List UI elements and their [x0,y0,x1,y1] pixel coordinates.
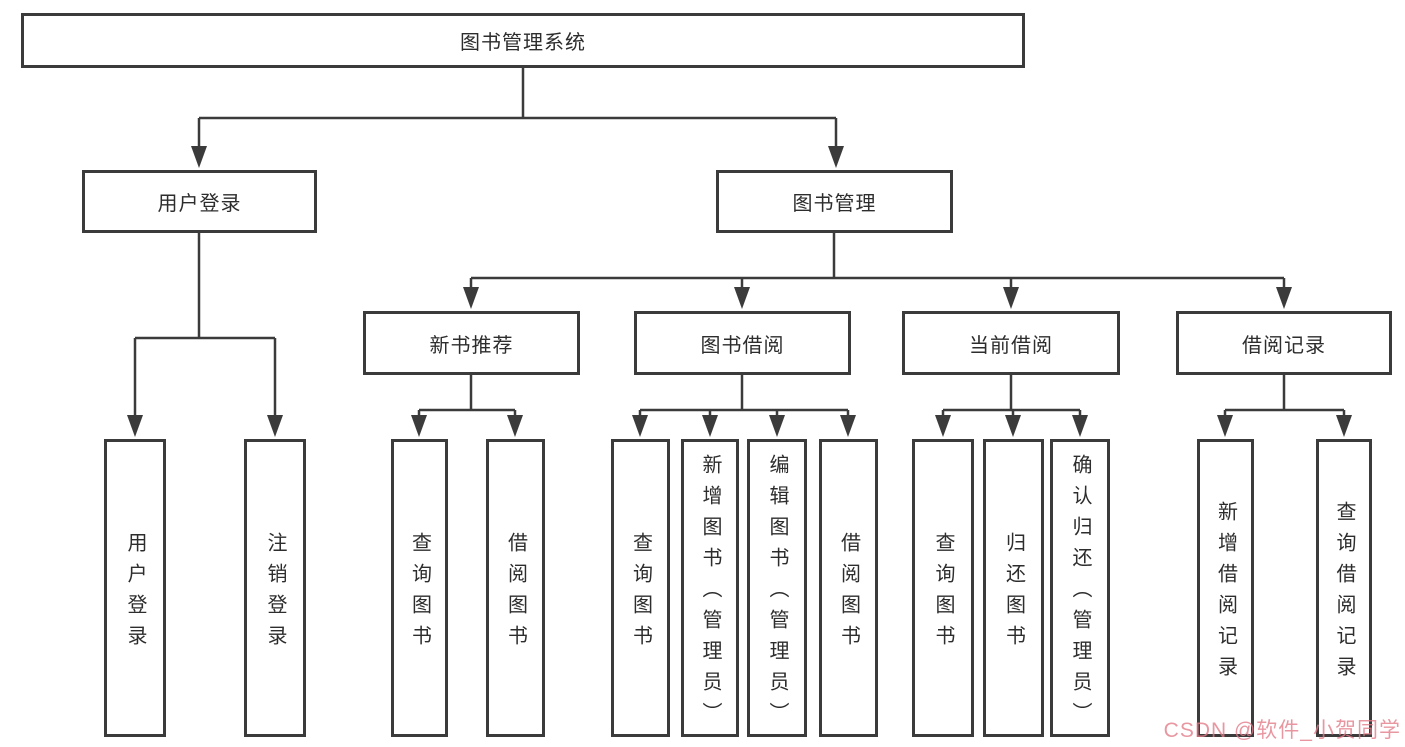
node-book-borrow: 图书借阅 [634,311,851,375]
edge-records-to-leaves [1223,375,1346,419]
node-current-borrow: 当前借阅 [902,311,1120,375]
node-new-book-recommend: 新书推荐 [363,311,580,375]
leaf-current-query-book: 查询图书 [912,439,974,737]
leaf-records-add: 新增借阅记录 [1197,439,1254,737]
edge-recommend-to-leaves [417,375,517,419]
arrow-icon [734,287,750,309]
arrow-icon [769,415,785,437]
arrow-icon [1336,415,1352,437]
arrow-icon [1276,287,1292,309]
arrow-icon [632,415,648,437]
node-root: 图书管理系统 [21,13,1025,68]
arrow-icon [1072,415,1088,437]
arrow-icon [1005,415,1021,437]
arrow-icon [1217,415,1233,437]
node-book-manage: 图书管理 [716,170,953,233]
leaf-records-query: 查询借阅记录 [1316,439,1372,737]
arrow-icon [702,415,718,437]
leaf-recommend-query-book: 查询图书 [391,439,448,737]
arrow-icon [463,287,479,309]
arrow-icon [411,415,427,437]
leaf-recommend-borrow-book: 借阅图书 [486,439,545,737]
node-user-login: 用户登录 [82,170,317,233]
leaf-current-confirm-return: 确认归还（管理员） [1050,439,1110,737]
arrow-icon [840,415,856,437]
arrow-icon [1003,287,1019,309]
leaf-borrow-query-book: 查询图书 [611,439,670,737]
arrow-icon [191,146,207,168]
arrow-icon [828,146,844,168]
edge-book-manage-to-level3 [469,233,1286,291]
leaf-logout: 注销登录 [244,439,306,737]
leaf-user-login: 用户登录 [104,439,166,737]
leaf-borrow-borrow-book: 借阅图书 [819,439,878,737]
leaf-borrow-add-book: 新增图书（管理员） [681,439,739,737]
csdn-watermark: CSDN @软件_小贺同学 [1163,719,1401,742]
edge-user-login-to-leaves [133,233,277,419]
arrow-icon [935,415,951,437]
arrow-icon [267,415,283,437]
leaf-current-return-book: 归还图书 [983,439,1044,737]
leaf-borrow-edit-book: 编辑图书（管理员） [747,439,807,737]
edge-root-to-level2 [197,68,838,150]
arrow-icon [127,415,143,437]
edge-current-to-leaves [941,375,1082,419]
edge-borrow-to-leaves [638,375,850,419]
arrow-icon [507,415,523,437]
node-borrow-records: 借阅记录 [1176,311,1392,375]
